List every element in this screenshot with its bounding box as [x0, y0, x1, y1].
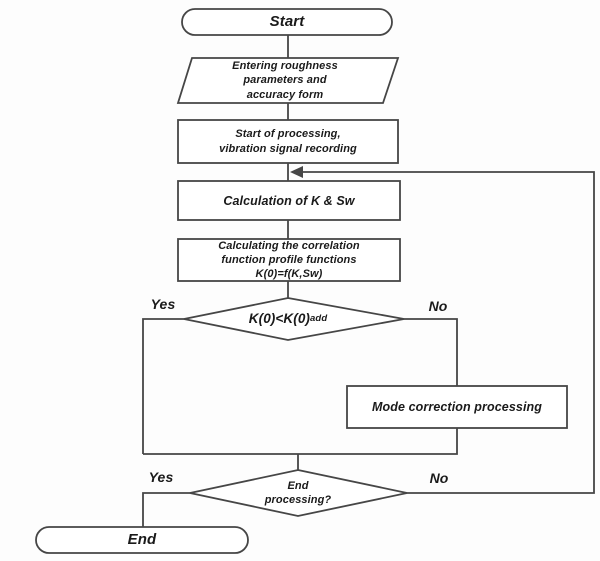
input-parallelogram-shape — [176, 57, 400, 104]
edge-decision-k-yes — [142, 318, 184, 454]
edge-mode-correction-out — [143, 428, 458, 455]
mode-correction-box-label: Mode correction processing — [372, 400, 542, 414]
decision-end-yes-label: Yes — [148, 469, 174, 486]
decision-end-diamond-shape — [189, 469, 408, 517]
start-processing-box-shape — [177, 119, 399, 164]
calculation-box-label: Calculation of K & Sw — [223, 193, 355, 208]
correlation-box-shape — [177, 238, 401, 282]
edge-decision-end-yes — [142, 492, 190, 527]
edge-decision-k-no — [404, 318, 458, 386]
decision-k-diamond-shape — [183, 297, 405, 341]
start-terminator-label: Start — [269, 13, 305, 31]
decision-end-no-label: No — [429, 470, 449, 487]
input-parallelogram-label: Entering roughness parameters and accura… — [232, 60, 338, 101]
decision-k-yes-label: Yes — [150, 296, 176, 313]
decision-end-diamond-label: End processing? — [264, 479, 332, 506]
decision-k-no-label: No — [428, 298, 448, 315]
start-processing-box-label: Start of processing, vibration signal re… — [219, 128, 357, 155]
end-terminator-label: End — [127, 531, 157, 549]
edge-decision-end-no-feedback — [294, 171, 595, 494]
feedback-arrowhead-icon — [290, 166, 303, 178]
correlation-box-label: Calculating the correlation function pro… — [218, 239, 360, 281]
decision-k-diamond-label: K(0)<K(0)add — [248, 311, 328, 327]
mode-correction-box-shape — [346, 385, 568, 429]
decision-k-label-main: K(0)<K(0) — [248, 311, 311, 327]
end-terminator-shape — [35, 526, 249, 554]
start-terminator-shape — [181, 8, 393, 36]
calculation-box-shape — [177, 180, 401, 221]
